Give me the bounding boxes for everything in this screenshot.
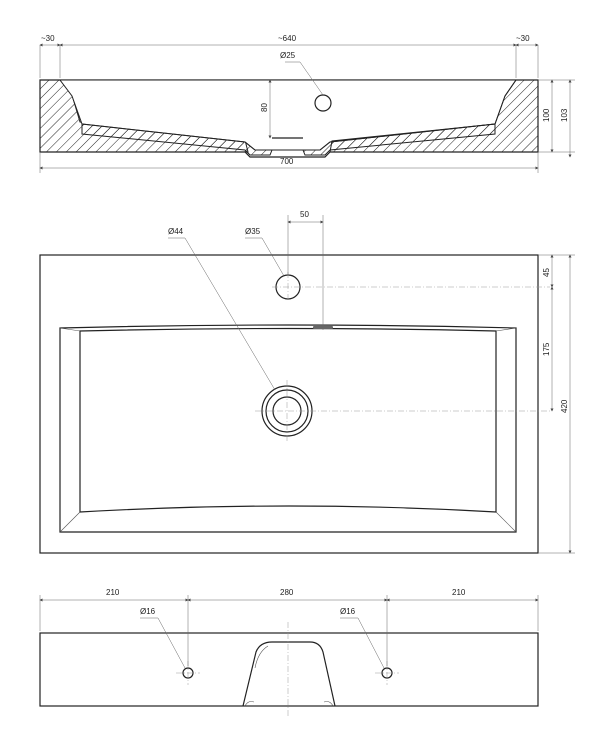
dim-offset-50: 50 <box>300 210 309 219</box>
dim-drain-44: Ø44 <box>168 227 184 236</box>
dim-left-30: ~30 <box>41 34 55 43</box>
dim-height-100: 100 <box>542 108 551 122</box>
section-view: ~30 ~640 ~30 Ø25 80 100 103 700 <box>39 34 575 173</box>
dim-depth-420: 420 <box>560 399 569 413</box>
dim-hole-25: Ø25 <box>280 51 296 60</box>
dim-back-left-210: 210 <box>106 588 120 597</box>
dim-hole-left-16: Ø16 <box>140 607 156 616</box>
back-outline <box>39 632 539 707</box>
dim-depth-80: 80 <box>260 103 269 112</box>
dim-drain-175: 175 <box>542 342 551 356</box>
basin-inner <box>79 327 497 513</box>
top-outline <box>39 254 539 554</box>
back-view: 210 280 210 Ø16 Ø16 <box>39 588 539 718</box>
dim-back-middle-280: 280 <box>280 588 294 597</box>
section-bottom-band-right <box>302 123 496 156</box>
dim-tap-35: Ø35 <box>245 227 261 236</box>
dim-top-640: ~640 <box>278 34 297 43</box>
dim-back-right-210: 210 <box>452 588 466 597</box>
top-view: 50 Ø44 Ø35 45 175 420 <box>39 210 575 554</box>
dim-tap-45: 45 <box>542 268 551 277</box>
dim-height-103: 103 <box>560 108 569 122</box>
dim-hole-right-16: Ø16 <box>340 607 356 616</box>
dim-width-700: 700 <box>280 157 294 166</box>
basin-rim <box>59 324 517 533</box>
section-bottom-band <box>81 123 273 156</box>
dim-right-30: ~30 <box>516 34 530 43</box>
siphon-cutout <box>242 641 336 707</box>
